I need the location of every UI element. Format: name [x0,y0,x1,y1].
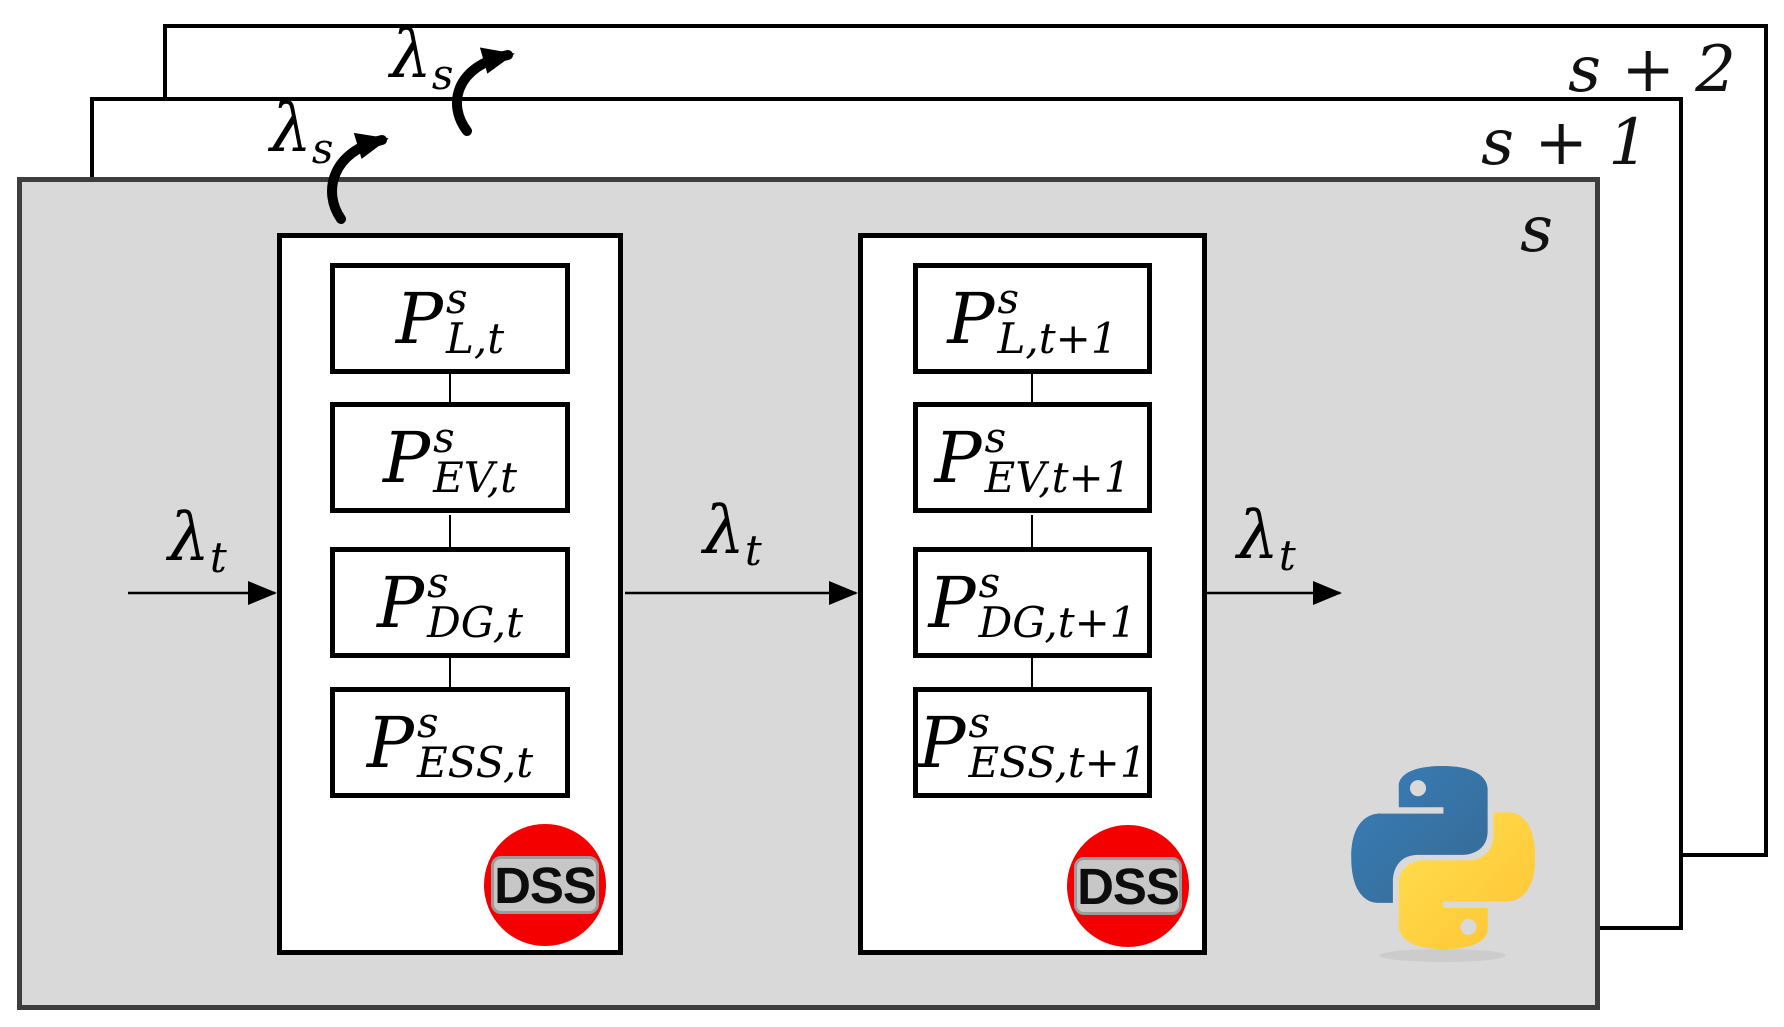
p-superscript: s [445,273,468,323]
box-connector [449,515,451,547]
p-subscript: ESS,t+1 [968,737,1147,787]
lambda-symbol: λ [1237,497,1279,574]
dss-plate: DSS [491,856,599,914]
lambda-t-label-2: λt [703,498,762,572]
lambda-symbol: λ [703,492,745,569]
p-subscript: L,t [445,313,505,363]
box-connector [1031,658,1033,687]
box-connector [449,374,451,402]
p-symbol: P [395,277,443,360]
lambda-s-label-bottom: λs [270,96,333,170]
p-superscript: s [968,697,991,747]
lambda-subscript: t [1278,531,1296,580]
lambda-symbol: λ [168,499,210,576]
p-symbol: P [383,416,431,499]
box-connector [449,658,451,687]
lambda-symbol: λ [270,90,312,167]
p-superscript: s [433,412,455,462]
p-symbol: P [947,277,995,360]
dss-badge-icon: DSS [484,824,606,946]
p-superscript: s [416,697,439,747]
p-symbol: P [376,561,425,644]
lambda-subscript: t [209,533,227,582]
p-symbol: P [934,416,982,499]
p-superscript: s [978,557,1001,607]
lambda-subscript: s [431,50,454,99]
lambda-subscript: s [311,124,334,173]
p-symbol: P [918,701,966,784]
lambda-subscript: t [744,526,762,575]
p-symbol: P [928,561,976,644]
dss-badge-icon: DSS [1067,825,1189,947]
p-superscript: s [997,273,1020,323]
scenario-label-s: s [1520,193,1553,267]
p-subscript: EV,t+1 [984,452,1131,502]
dss-plate: DSS [1074,857,1182,915]
p-superscript: s [427,557,449,607]
lambda-symbol: λ [390,16,432,93]
p-subscript: ESS,t [416,737,534,787]
dss-label: DSS [494,856,597,914]
lambda-t-label-1: λt [168,505,227,579]
lambda-s-label-top: λs [390,22,453,96]
scenario-label-s1: s + 1 [1481,106,1649,180]
p-subscript: EV,t [433,452,517,502]
box-connector [1031,515,1033,547]
p-superscript: s [984,412,1007,462]
box-connector [1031,374,1033,402]
dss-label: DSS [1077,857,1180,915]
scenario-label-s2: s + 2 [1568,33,1736,107]
p-subscript: DG,t+1 [978,597,1137,647]
p-subscript: L,t+1 [997,313,1118,363]
p-subscript: DG,t [427,597,524,647]
lambda-t-label-3: λt [1237,503,1296,577]
p-symbol: P [366,701,414,784]
python-icon [1351,766,1535,962]
